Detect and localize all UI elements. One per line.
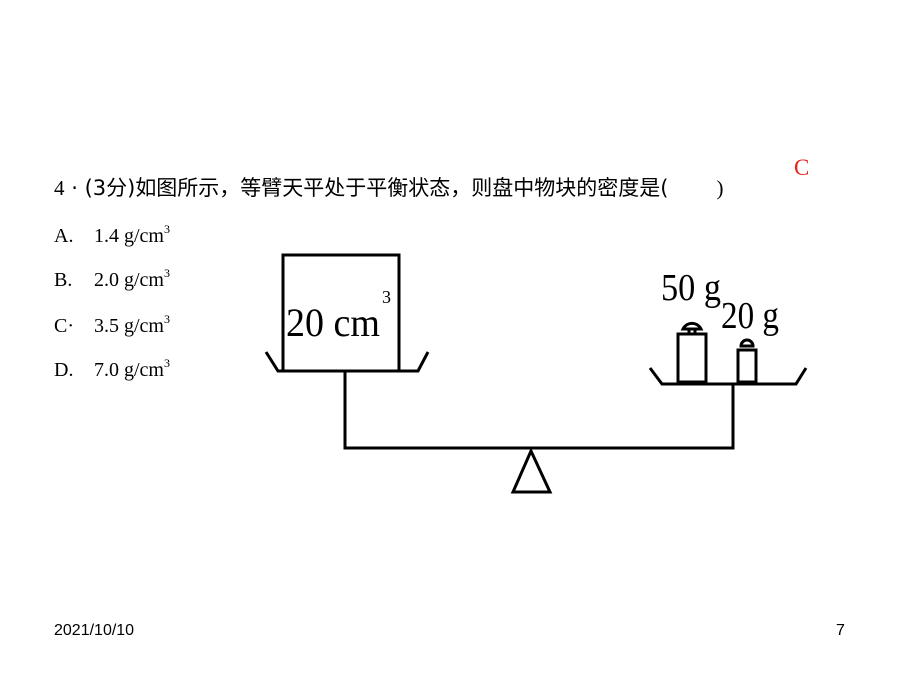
option-exponent: 3 xyxy=(164,266,170,280)
page-number: 7 xyxy=(836,622,845,639)
question-text: 如图所示，等臂天平处于平衡状态，则盘中物块的密度是( xyxy=(135,176,669,200)
option-exponent: 3 xyxy=(164,222,170,236)
question-separator: · xyxy=(71,176,78,200)
weight-20g-label: 20 g xyxy=(721,295,779,337)
option-d: D. 7.0 g/cm3 xyxy=(54,356,170,382)
option-value: 1.4 g/cm xyxy=(94,225,164,247)
block-volume-exponent: 3 xyxy=(382,287,391,307)
option-letter: B. xyxy=(54,269,73,291)
block xyxy=(281,253,401,373)
question-number: 4 xyxy=(54,176,65,200)
right-pan xyxy=(648,367,808,386)
block-volume-label: 20 cm xyxy=(286,300,380,345)
option-exponent: 3 xyxy=(164,312,170,326)
fulcrum xyxy=(510,447,553,494)
option-c: C· 3.5 g/cm3 xyxy=(54,312,170,338)
question-stem: 4 · (3分)如图所示，等臂天平处于平衡状态，则盘中物块的密度是() xyxy=(54,172,724,202)
question-score: (3分) xyxy=(84,176,136,200)
option-letter: D. xyxy=(54,359,74,381)
footer-date: 2021/10/10 xyxy=(54,622,135,639)
option-exponent: 3 xyxy=(164,356,170,370)
option-value: 3.5 g/cm xyxy=(94,315,164,337)
option-value: 2.0 g/cm xyxy=(94,269,164,291)
left-pan xyxy=(264,351,430,373)
option-letter: A. xyxy=(54,225,74,247)
weight-20g xyxy=(736,338,758,384)
option-b: B. 2.0 g/cm3 xyxy=(54,266,170,292)
question-close-paren: ) xyxy=(716,176,724,200)
weight-50g xyxy=(676,321,708,384)
option-value: 7.0 g/cm xyxy=(94,359,164,381)
answer-mark: C xyxy=(794,155,810,180)
weight-50g-label: 50 g xyxy=(661,267,721,309)
option-a: A. 1.4 g/cm3 xyxy=(54,222,170,248)
beam xyxy=(343,371,735,450)
option-letter: C· xyxy=(54,315,74,337)
